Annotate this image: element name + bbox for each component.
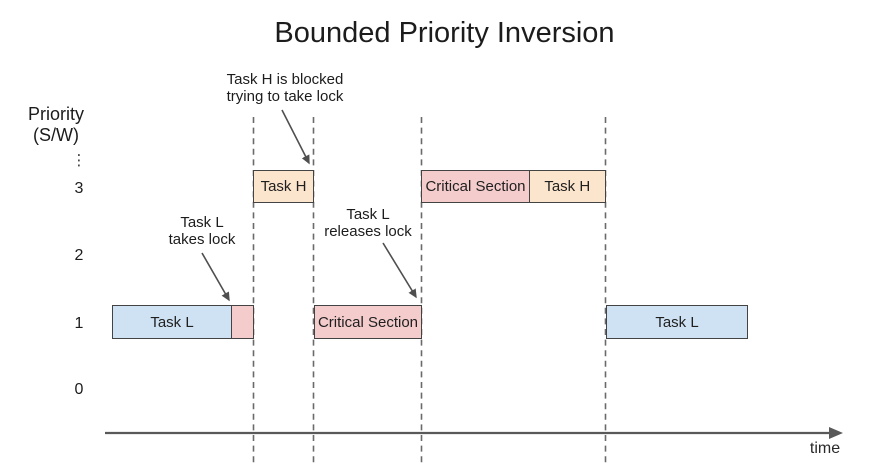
- y-axis-label-line2: (S/W): [33, 125, 79, 145]
- arrow-releases-lock: [382, 242, 417, 299]
- annotation-releases-lock: Task L releases lock: [303, 206, 433, 240]
- annotation-blocked-line2: trying to take lock: [226, 88, 344, 105]
- annotation-takes-line1: Task L: [180, 214, 224, 231]
- diagram-title: Bounded Priority Inversion: [274, 17, 615, 49]
- y-tick-1: 1: [74, 315, 84, 332]
- annotation-blocked: Task H is blocked trying to take lock: [205, 71, 365, 105]
- annotation-releases-line2: releases lock: [324, 223, 412, 240]
- critical-section-box-p1: Critical Section: [314, 305, 422, 339]
- task-h-box-1: Task H: [253, 170, 314, 203]
- y-tick-2: 2: [74, 247, 84, 264]
- task-l-box-1: Task L: [112, 305, 232, 339]
- time-axis-arrowhead: [829, 427, 843, 439]
- annotation-takes-lock: Task L takes lock: [137, 214, 267, 248]
- y-axis-label: Priority (S/W): [18, 104, 94, 146]
- arrow-blocked: [281, 109, 310, 165]
- time-axis-label: time: [809, 440, 841, 457]
- arrow-takes-lock: [201, 252, 230, 302]
- y-tick-0: 0: [74, 381, 84, 398]
- y-axis-ellipsis: ⋮: [71, 152, 87, 169]
- lock-held-segment: [230, 305, 254, 339]
- annotation-takes-line2: takes lock: [168, 231, 236, 248]
- y-axis-label-line1: Priority: [27, 104, 84, 124]
- y-tick-3: 3: [74, 180, 84, 197]
- annotation-blocked-line1: Task H is blocked: [226, 71, 344, 88]
- task-h-box-2: Task H: [528, 170, 606, 203]
- task-l-box-2: Task L: [606, 305, 748, 339]
- critical-section-box-p3: Critical Section: [421, 170, 530, 203]
- annotation-releases-line1: Task L: [346, 206, 390, 223]
